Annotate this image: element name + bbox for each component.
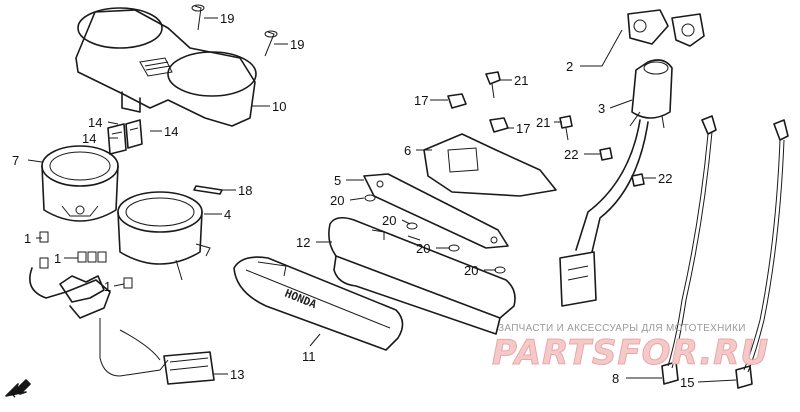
callout-21-a: 21: [514, 73, 528, 88]
callout-20-d: 20: [464, 263, 478, 278]
callout-5: 5: [334, 173, 341, 188]
collar-22-a: [599, 147, 613, 161]
lower-cover: [328, 216, 516, 335]
tachometer: [117, 191, 211, 281]
callout-12: 12: [296, 235, 310, 250]
callout-7: 7: [12, 153, 19, 168]
callout-4: 4: [224, 207, 231, 222]
callout-1-c: 1: [104, 279, 111, 294]
bulb-sockets: [39, 231, 133, 289]
callout-14-c: 14: [164, 124, 178, 139]
callouts: 19 19 10 14 14 14 7 18 4 1 1 1 13 2 3 21…: [9, 11, 695, 400]
fwd-arrow: [5, 379, 31, 397]
callout-19-a: 19: [220, 11, 234, 26]
callout-14-a: 14: [88, 115, 102, 130]
callout-22-b: 22: [658, 171, 672, 186]
callout-22-a: 22: [564, 147, 578, 162]
brand-text: HONDA: [283, 287, 319, 312]
callout-17-a: 17: [414, 93, 428, 108]
callout-3: 3: [598, 101, 605, 116]
callout-1-a: 1: [24, 231, 31, 246]
tachometer-cable: [735, 119, 789, 389]
watermark: ЗАПЧАСТИ И АКСЕССУАРЫ ДЛЯ МОТОТЕХНИКИ PA…: [492, 323, 769, 374]
pointer-18: [193, 185, 223, 195]
callout-2: 2: [566, 59, 573, 74]
callout-8: 8: [612, 371, 619, 386]
callout-10: 10: [272, 99, 286, 114]
screw-19-b: [264, 30, 278, 57]
bolt-21-b: [559, 115, 573, 141]
meter-case: [75, 7, 257, 127]
screw-19-a: [191, 4, 205, 31]
callout-14-b: 14: [82, 131, 96, 146]
washers-20: [364, 194, 506, 274]
watermark-caption: ЗАПЧАСТИ И АКСЕССУАРЫ ДЛЯ МОТОТЕХНИКИ: [498, 323, 746, 334]
bolt-21-a: [485, 71, 501, 99]
callout-13: 13: [230, 367, 244, 382]
callout-20-c: 20: [416, 241, 430, 256]
callout-19-b: 19: [290, 37, 304, 52]
bracket-plate: [423, 133, 557, 197]
wire-harness: [29, 267, 215, 385]
callout-20-a: 20: [330, 193, 344, 208]
callout-21-b: 21: [536, 115, 550, 130]
watermark-logo: PARTSFOR.RU: [492, 333, 769, 373]
callout-11: 11: [302, 349, 316, 364]
ignition-switch: [559, 9, 705, 307]
speedometer: [41, 145, 119, 222]
stay-bracket: [363, 173, 509, 249]
speedometer-cable: [661, 115, 717, 385]
leader-lines: [27, 17, 737, 383]
callout-15: 15: [680, 375, 694, 390]
callout-18: 18: [238, 183, 252, 198]
collar-22-b: [631, 173, 645, 187]
nut-17-a: [447, 93, 467, 109]
callout-6: 6: [404, 143, 411, 158]
rubber-pads-14: [107, 119, 143, 155]
callout-20-b: 20: [382, 213, 396, 228]
callout-1-b: 1: [54, 251, 61, 266]
nut-17-b: [489, 117, 509, 133]
callout-17-b: 17: [516, 121, 530, 136]
